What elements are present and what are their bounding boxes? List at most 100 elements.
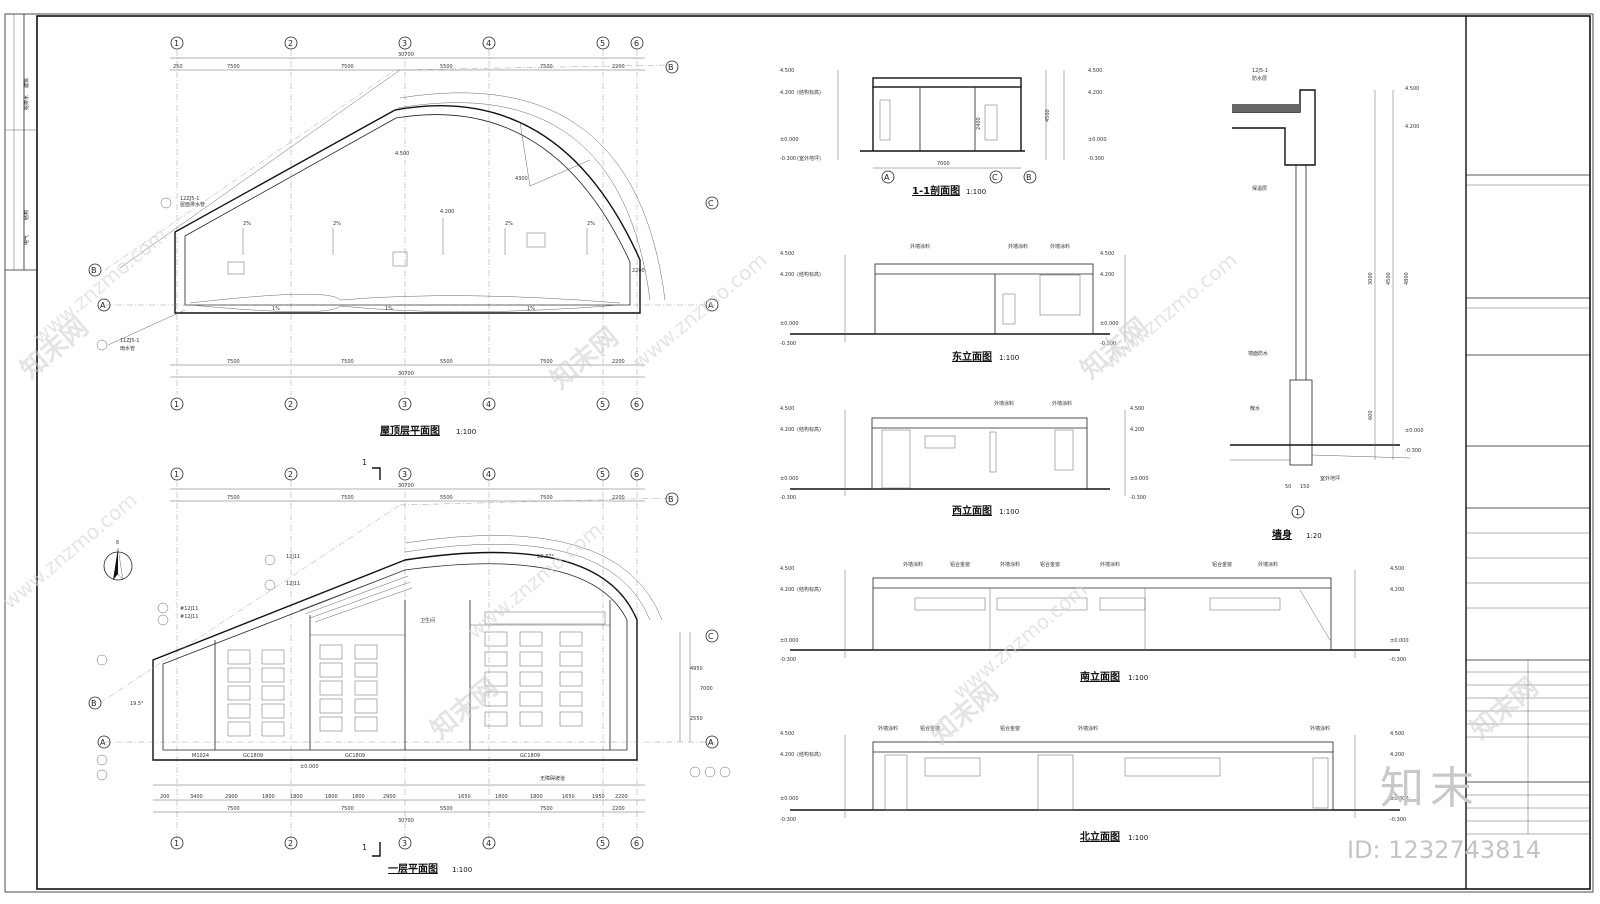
svg-text:4.200: 4.200 [1100,272,1114,278]
svg-text:1: 1 [1295,508,1300,517]
svg-text:外墙涂料: 外墙涂料 [1078,725,1098,732]
svg-text:±0.000: ±0.000 [1100,321,1119,327]
svg-text:-0.300: -0.300 [1405,448,1421,454]
svg-text:保温层: 保温层 [1252,185,1267,192]
svg-text:5: 5 [600,839,605,848]
svg-text:4.500: 4.500 [780,406,794,412]
svg-text:B: B [668,495,674,504]
svg-text:200: 200 [160,794,170,800]
svg-text:1950: 1950 [592,794,605,800]
svg-text:1650: 1650 [458,794,471,800]
svg-text:C: C [708,632,714,641]
svg-text:12J5-1: 12J5-1 [1252,68,1268,74]
svg-text:B: B [668,63,674,72]
svg-text:4.500: 4.500 [1100,251,1114,257]
svg-text:7500: 7500 [341,359,354,365]
outer-border [4,13,1594,893]
svg-text:GC1809: GC1809 [243,753,263,759]
svg-text:±0.000: ±0.000 [780,137,799,143]
svg-text:外墙涂料: 外墙涂料 [1008,243,1028,250]
svg-text:2400: 2400 [976,117,982,130]
svg-text:5500: 5500 [440,64,453,70]
svg-text:C: C [708,199,714,208]
svg-text:(结构标高): (结构标高) [797,426,821,433]
svg-text:墙面防水: 墙面防水 [1248,350,1268,357]
svg-text:7500: 7500 [540,806,553,812]
svg-text:4.500: 4.500 [395,151,409,157]
svg-text:-0.300: -0.300 [1100,341,1116,347]
svg-text:4: 4 [486,839,491,848]
svg-text:4.500: 4.500 [1088,68,1102,74]
svg-text:外墙涂料: 外墙涂料 [1310,725,1330,732]
svg-text:-0.300: -0.300 [780,341,796,347]
svg-text:外墙涂料: 外墙涂料 [1000,561,1020,568]
section-1-1: 4.500 4.200 (结构标高) ±0.000 -0.300 (室外地坪) … [780,68,1107,197]
svg-text:7500: 7500 [341,806,354,812]
svg-text:卫生间: 卫生间 [420,617,435,624]
east-elevation-title: 东立面图 [952,350,992,363]
sign-row-4: 电气 [23,235,30,245]
brand-logo: 知末 [1380,763,1480,814]
svg-text:4.200: 4.200 [780,752,794,758]
svg-text:外墙涂料: 外墙涂料 [1100,561,1120,568]
svg-text:(结构标高): (结构标高) [797,271,821,278]
north-elevation: 4.500 4.200 (结构标高) ±0.000 -0.300 4.500 4… [780,725,1409,843]
svg-text:4: 4 [486,400,491,409]
svg-text:GC1809: GC1809 [520,753,540,759]
svg-text:7500: 7500 [341,495,354,501]
svg-text:1: 1 [174,39,179,48]
svg-text:600: 600 [1368,410,1374,420]
svg-text:6: 6 [634,470,639,479]
svg-text:4.500: 4.500 [780,566,794,572]
svg-text:30700: 30700 [398,483,414,489]
svg-text:屋面排水管: 屋面排水管 [180,201,205,208]
svg-text:7000: 7000 [700,686,713,692]
svg-text:5: 5 [600,39,605,48]
id-label: ID: 1232743814 [1347,836,1541,864]
title-block [1465,16,1590,889]
wall-detail: 4.500 4.200 ±0.000 -0.300 3000 4500 4800… [1230,68,1424,541]
east-elevation-scale: 1:100 [999,354,1019,362]
svg-text:1%: 1% [385,306,393,312]
svg-text:12J11: 12J11 [286,554,300,560]
svg-text:12J11: 12J11 [286,581,300,587]
svg-text:1800: 1800 [530,794,543,800]
svg-text:GC1809: GC1809 [345,753,365,759]
svg-text:1800: 1800 [495,794,508,800]
sign-strip: 建筑 给排水 结构 电气 [5,14,37,271]
watermark-cn: 知末网 [425,672,504,745]
ground-plan-scale: 1:100 [452,866,472,874]
svg-text:铝合金窗: 铝合金窗 [1212,561,1232,568]
svg-text:铝合金窗: 铝合金窗 [1040,561,1060,568]
svg-text:-0.300: -0.300 [780,495,796,501]
svg-text:无障碍坡道: 无障碍坡道 [540,775,565,782]
svg-text:5: 5 [600,470,605,479]
svg-text:1: 1 [174,470,179,479]
svg-text:A: A [708,301,714,310]
svg-text:-0.300: -0.300 [1088,156,1104,162]
svg-text:4.500: 4.500 [780,731,794,737]
svg-text:2200: 2200 [615,794,628,800]
svg-text:30700: 30700 [398,818,414,824]
svg-text:7500: 7500 [227,495,240,501]
svg-text:7500: 7500 [227,806,240,812]
svg-text:A: A [100,301,106,310]
svg-text:4.500: 4.500 [1405,86,1419,92]
svg-text:4.200: 4.200 [780,272,794,278]
svg-text:铝合金窗: 铝合金窗 [1000,725,1020,732]
watermark-cn: 知末网 [1465,672,1544,745]
svg-text:2%: 2% [587,221,595,227]
svg-text:2%: 2% [505,221,513,227]
north-arrow-icon: 6 [103,540,133,581]
svg-text:4.200: 4.200 [780,427,794,433]
ground-plan-title: 一层平面图 [388,863,438,875]
svg-text:4950: 4950 [690,666,703,672]
svg-text:7500: 7500 [227,359,240,365]
svg-text:12ZJ5-1: 12ZJ5-1 [180,196,199,202]
svg-text:1: 1 [362,458,367,467]
svg-text:4.200: 4.200 [1130,427,1144,433]
svg-text:B: B [91,266,97,275]
watermark-site: www.znzmo.com [628,248,772,374]
svg-text:4.200: 4.200 [1390,752,1404,758]
